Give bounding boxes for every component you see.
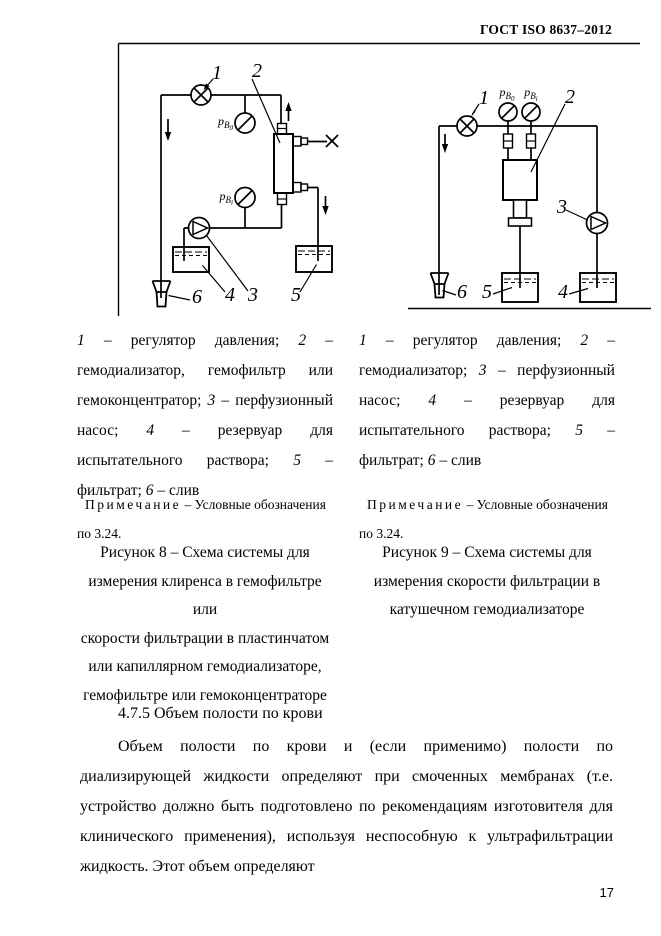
pressure-regulator-valve: [190, 84, 212, 106]
note-line-2: по 3.24.: [77, 526, 122, 541]
perfusion-pump: [187, 216, 211, 240]
part-label-5: 5: [291, 284, 301, 306]
figure8-diagram: 1 2 3 4 5 6: [151, 60, 339, 308]
part-label-3: 3: [556, 196, 567, 218]
note-line-1: Примечание – Условные обозначения: [85, 497, 326, 512]
pressure-gauge-pbi: [234, 186, 256, 209]
figure9-legend: 1 – регулятор давления; 2 – гемодиализат…: [359, 332, 616, 469]
reservoir-5: [501, 272, 539, 303]
leader-lines: [168, 78, 318, 301]
pressure-gauge-pbi: [521, 102, 541, 122]
hemodialyzer: [273, 122, 309, 206]
flow-arrows: [441, 134, 449, 153]
drain-funnel: [429, 272, 450, 299]
reservoir-4: [172, 246, 210, 273]
gauge-label-pbi: pBi: [524, 85, 538, 103]
part-label-4: 4: [558, 281, 568, 303]
part-label-1: 1: [479, 87, 489, 109]
reservoir-4: [579, 272, 617, 303]
figure9-caption: Рисунок 9 – Схема системы для измерения …: [373, 544, 601, 618]
part-label-2: 2: [252, 60, 262, 82]
figure9-note: Примечание – Условные обозначения по 3.2…: [359, 490, 619, 548]
pressure-gauge-pbo: [498, 102, 518, 122]
pipes: [438, 121, 598, 295]
part-label-6: 6: [457, 281, 467, 303]
hemodialyzer: [502, 133, 538, 227]
gauge-label-pbo: pB0: [218, 114, 233, 132]
perfusion-pump: [585, 211, 609, 235]
reservoir-5: [295, 245, 333, 273]
drain-funnel: [151, 280, 172, 308]
figure8-caption: Рисунок 8 – Схема системы для измерения …: [80, 544, 330, 704]
pipes: [160, 94, 327, 298]
part-label-4: 4: [225, 284, 235, 306]
leader-lines: [442, 103, 589, 296]
pressure-regulator-valve: [456, 115, 478, 137]
closed-port-x-icon: [325, 134, 339, 148]
gauge-label-pbi: pBi: [219, 189, 233, 207]
figure8-legend: 1 – регулятор давления; 2 – гемодиализат…: [77, 332, 334, 499]
note-line-2: по 3.24.: [359, 526, 404, 541]
part-label-2: 2: [565, 86, 575, 108]
part-label-6: 6: [192, 286, 202, 308]
body-paragraph: Объем полости по крови и (если применимо…: [80, 738, 613, 875]
figure9-diagram: 1 2 3 4 5 6: [429, 86, 617, 303]
flow-arrows: [164, 102, 329, 215]
page-number: 17: [599, 885, 614, 900]
part-label-1: 1: [212, 62, 222, 84]
section-heading: 4.7.5 Объем полости по крови: [118, 705, 323, 722]
part-label-5: 5: [482, 281, 492, 303]
note-line-1: Примечание – Условные обозначения: [367, 497, 608, 512]
table-borders: [117, 42, 651, 316]
gauge-label-pbo: pB0: [499, 85, 515, 103]
figure8-note: Примечание – Условные обозначения по 3.2…: [77, 490, 337, 548]
standard-header: ГОСТ ISO 8637–2012: [479, 22, 612, 37]
pressure-gauge-pbo: [234, 112, 256, 134]
part-label-3: 3: [247, 284, 258, 306]
figures-svg: 1 2 3 4 5 6: [117, 42, 651, 316]
